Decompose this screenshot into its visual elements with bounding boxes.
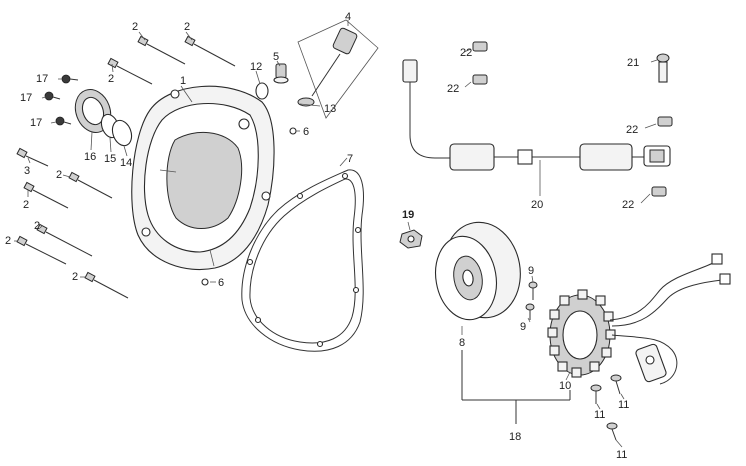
label-part-18: 18 — [509, 431, 521, 443]
label-part-16: 16 — [84, 151, 96, 163]
label-part-2: 2 — [72, 271, 78, 283]
label-part-22: 22 — [447, 83, 459, 95]
label-part-15: 15 — [104, 153, 116, 165]
label-part-2: 2 — [5, 235, 11, 247]
wire-harness-part-20 — [402, 59, 671, 171]
bolt-part-2 — [184, 35, 236, 67]
bolt-part-2 — [16, 235, 67, 265]
screw-part-9 — [525, 281, 538, 320]
o-ring-part-14 — [111, 119, 133, 147]
flywheel-rotor-part-8 — [435, 221, 521, 321]
bolt-part-2 — [137, 35, 186, 65]
part-number-labels: 1 2 2 2 4 5 12 13 6 6 7 17 17 17 16 15 1… — [5, 11, 639, 461]
bolt-part-2 — [23, 181, 69, 209]
label-part-14: 14 — [120, 157, 132, 169]
nut-part-19 — [399, 229, 423, 249]
label-part-1: 1 — [180, 75, 186, 87]
label-part-9: 9 — [528, 265, 534, 277]
label-part-6: 6 — [303, 126, 309, 138]
label-part-2: 2 — [23, 199, 29, 211]
bolt-group-top — [107, 35, 236, 85]
label-part-17: 17 — [36, 73, 48, 85]
label-part-19: 19 — [402, 209, 414, 221]
label-part-5: 5 — [273, 51, 279, 63]
bolt-group-left — [16, 147, 129, 299]
label-part-6: 6 — [218, 277, 224, 289]
label-part-3: 3 — [24, 165, 30, 177]
label-part-2: 2 — [184, 21, 190, 33]
label-part-11: 11 — [594, 409, 605, 421]
label-part-17: 17 — [20, 92, 32, 104]
label-part-8: 8 — [459, 337, 465, 349]
label-part-2: 2 — [108, 73, 114, 85]
label-part-7: 7 — [347, 153, 353, 165]
bolt-part-2 — [68, 171, 113, 199]
label-part-11: 11 — [618, 399, 629, 411]
label-part-20: 20 — [531, 199, 543, 211]
label-part-21: 21 — [627, 57, 639, 69]
bolt-part-21 — [656, 53, 670, 83]
label-part-10: 10 — [559, 380, 571, 392]
bolt-part-3 — [16, 147, 49, 167]
bolt-part-2 — [107, 57, 153, 85]
bolt-part-2 — [84, 271, 129, 299]
label-part-22: 22 — [460, 47, 472, 59]
label-part-13: 13 — [324, 103, 336, 115]
bolt-part-2 — [36, 223, 93, 257]
gasket-part-7 — [241, 169, 364, 352]
label-part-12: 12 — [250, 61, 262, 73]
label-part-2: 2 — [56, 169, 62, 181]
screw-part-17 — [44, 74, 79, 126]
crankcase-cover-part-1 — [131, 85, 275, 271]
assembly-bracket-part-18 — [461, 350, 571, 424]
seal-ring-part-12 — [255, 82, 269, 100]
label-part-11: 11 — [616, 449, 627, 461]
leader-lines — [14, 20, 658, 448]
screw-part-11 — [590, 374, 622, 441]
label-part-4: 4 — [345, 11, 351, 23]
label-part-22: 22 — [626, 124, 638, 136]
label-part-9: 9 — [520, 321, 526, 333]
dipstick-part-4 — [297, 19, 379, 119]
label-part-17: 17 — [30, 117, 42, 129]
label-part-2: 2 — [132, 21, 138, 33]
stator-part-10 — [547, 253, 731, 385]
plug-part-5 — [273, 63, 289, 84]
label-part-2: 2 — [34, 220, 40, 232]
clip-part-22 — [472, 41, 673, 197]
label-part-22: 22 — [622, 199, 634, 211]
